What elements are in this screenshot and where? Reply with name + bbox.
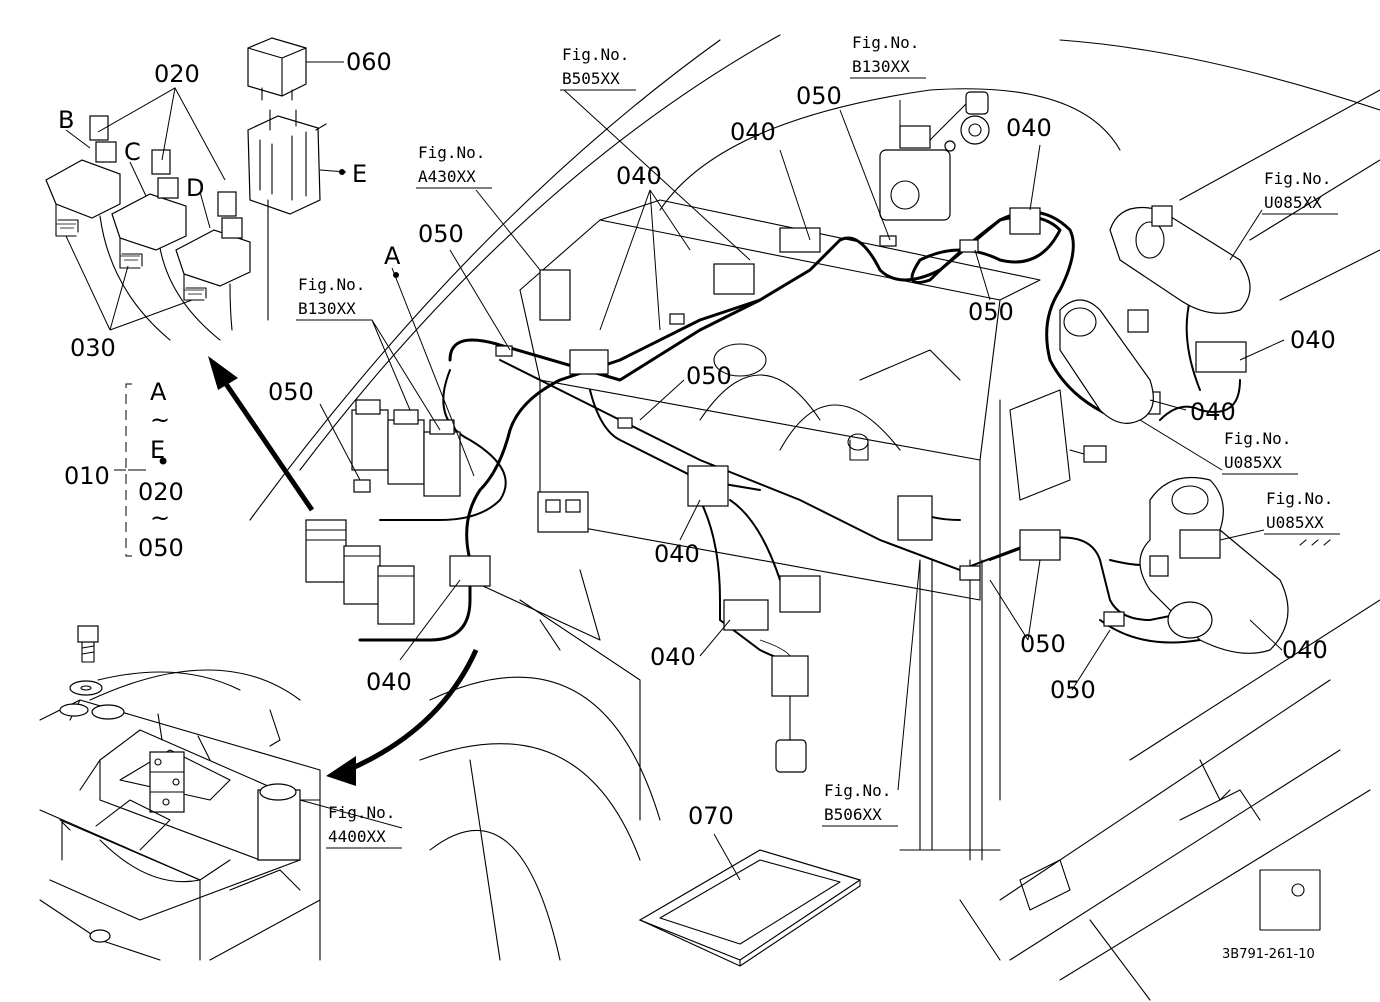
label-050-c: 050: [686, 362, 732, 390]
label-040-a: 040: [366, 668, 412, 696]
label-030: 030: [70, 334, 116, 362]
fig-ref-b506: B506XX: [824, 805, 882, 824]
set-bracket-text: A ~ E • 020 ~ 050: [138, 378, 184, 562]
label-050-d: 050: [796, 82, 842, 110]
figure-references: Fig.No. B505XX Fig.No. B130XX Fig.No. A4…: [296, 33, 1340, 849]
letter-c: C: [124, 138, 141, 166]
fig-ref-b130-left: B130XX: [298, 299, 356, 318]
label-040-i: 040: [1282, 636, 1328, 664]
label-060: 060: [346, 48, 392, 76]
label-050-g: 050: [1050, 676, 1096, 704]
range-low-2: 050: [138, 534, 184, 562]
label-040-e: 040: [730, 118, 776, 146]
label-010: 010: [64, 462, 110, 490]
range-tilde-2: ~: [150, 504, 170, 532]
fig-label-u085-2: Fig.No.: [1224, 429, 1291, 448]
fig-ref-b130-top: B130XX: [852, 57, 910, 76]
drawing-code: 3B791-261-10: [1222, 947, 1315, 962]
letter-e: E: [352, 160, 367, 188]
fig-label-b506: Fig.No.: [824, 781, 891, 800]
part-number-labels: 060 020 030 010 050 050 040 040 050 040 …: [64, 48, 1336, 830]
callout-arrow-top: [208, 356, 315, 512]
tractor-body-lines: [249, 34, 1380, 1001]
callout-arrow-bottom: [326, 648, 479, 786]
label-020: 020: [154, 60, 200, 88]
letter-b: B: [58, 106, 74, 134]
range-tilde-1: ~: [150, 406, 170, 434]
label-040-h: 040: [1190, 398, 1236, 426]
range-low-1: 020: [138, 478, 184, 506]
label-040-c: 040: [654, 540, 700, 568]
label-050-b: 050: [268, 378, 314, 406]
fig-label-u085-3: Fig.No.: [1266, 489, 1333, 508]
fig-label-b505: Fig.No.: [562, 45, 629, 64]
label-040-g: 040: [1290, 326, 1336, 354]
letter-labels: B C D E A: [58, 106, 401, 278]
fig-ref-4400: 4400XX: [328, 827, 386, 846]
inset-bracket: [39, 625, 321, 961]
range-mid: E: [150, 436, 165, 464]
label-070: 070: [688, 802, 734, 830]
fig-ref-u085-3: U085XX: [1266, 513, 1324, 532]
fig-label-b130-top: Fig.No.: [852, 33, 919, 52]
label-040-b: 040: [616, 162, 662, 190]
fig-ref-u085-1: U085XX: [1264, 193, 1322, 212]
inset-fuse-relay: [45, 37, 347, 341]
label-050-a: 050: [418, 220, 464, 248]
fig-ref-a430: A430XX: [418, 167, 476, 186]
range-dot: •: [156, 448, 170, 476]
label-040-f: 040: [1006, 114, 1052, 142]
fig-label-u085-1: Fig.No.: [1264, 169, 1331, 188]
label-040-d: 040: [650, 643, 696, 671]
fig-ref-b505: B505XX: [562, 69, 620, 88]
letter-d: D: [186, 174, 204, 202]
leader-lines: [128, 89, 1285, 881]
set-bracket-010: [114, 383, 132, 557]
range-top: A: [150, 378, 167, 406]
letter-a: A: [384, 242, 401, 270]
fig-ref-u085-2: U085XX: [1224, 453, 1282, 472]
fig-label-a430: Fig.No.: [418, 143, 485, 162]
manual-book: [638, 849, 862, 967]
label-050-f: 050: [1020, 630, 1066, 658]
label-050-e: 050: [968, 298, 1014, 326]
harness-components: [305, 91, 1331, 773]
fig-label-b130-left: Fig.No.: [298, 275, 365, 294]
fig-label-4400: Fig.No.: [328, 803, 395, 822]
